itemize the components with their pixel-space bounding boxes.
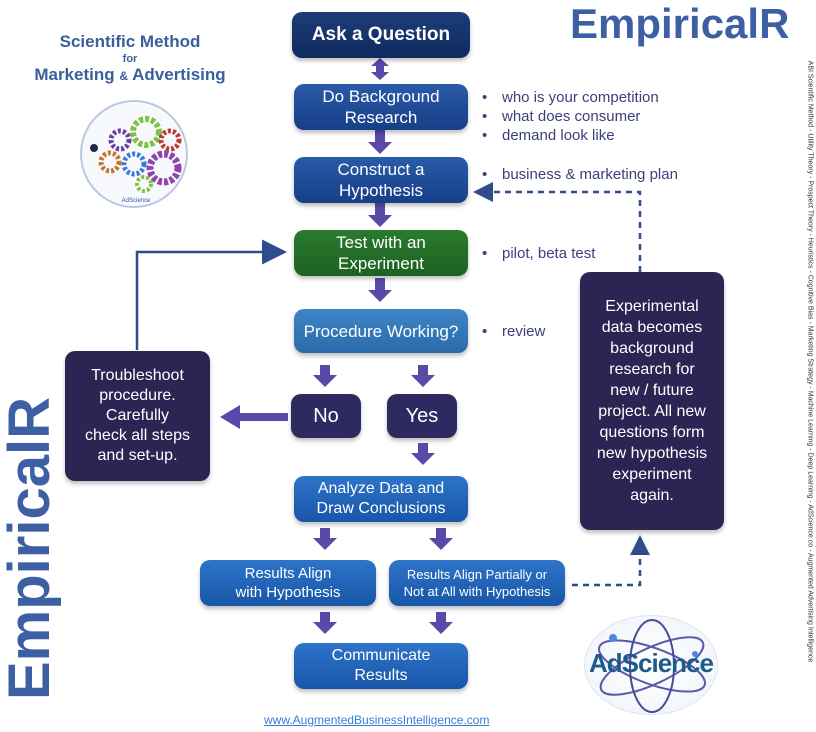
step-communicate: Communicate Results [294,643,468,689]
arrow-down-analyze-partial [429,528,453,550]
gears-logo-sub: AdScience [122,198,151,204]
note-item: •what does consumer [482,108,641,125]
notes-hypothesis: •business & marketing plan [482,165,678,184]
troubleshoot-line4: check all steps [85,427,190,444]
result-align-line2: with Hypothesis [235,584,341,601]
title-marketing: Marketing [34,65,115,84]
feedback-box: Experimental data becomes background res… [580,272,724,530]
connector-feedback-hypothesis [473,182,642,272]
troubleshoot-line1: Troubleshoot [91,367,184,384]
arrow-down-background-hypothesis [368,130,392,154]
decision-no: No [291,394,361,438]
gears-logo: AdScience [80,100,188,208]
step-experiment-line1: Test with an [336,233,426,252]
note-item: •who is your competition [482,89,659,106]
result-align-line1: Results Align [244,565,332,582]
decision-yes-label: Yes [405,404,439,427]
troubleshoot-line5: and set-up. [97,447,178,464]
step-communicate-line2: Results [354,667,408,684]
step-hypothesis-line1: Construct a [337,160,425,179]
gears-icon: AdScience [90,116,182,204]
feedback-line5: new / future [610,382,694,399]
step-background-line1: Do Background [322,87,440,106]
feedback-line4: research for [609,361,695,378]
feedback-line3: background [610,340,694,357]
side-tags: ABI Scientific Method - Utility Theory -… [806,60,814,663]
feedback-line9: experiment [612,466,692,483]
note-item: •review [482,323,546,340]
arrow-down-procedure-no [313,365,337,387]
title-for: for [122,53,138,65]
feedback-line7: questions form [599,424,705,441]
title-amp: & [119,69,129,83]
brand-logo-top: EmpiricalR [570,0,790,47]
note-item: •demand look like [482,127,615,144]
feedback-line6: project. All new [598,403,706,420]
step-hypothesis: Construct a Hypothesis [294,157,468,203]
notes-procedure: •review [482,322,545,341]
step-hypothesis-line2: Hypothesis [338,181,424,200]
arrow-down-analyze-align [313,528,337,550]
feedback-line8: new hypothesis [596,445,708,462]
feedback-line2: data becomes [601,319,703,336]
step-analyze-line1: Analyze Data and [317,480,445,497]
diagram-title: Scientific Method for Marketing & Advert… [20,32,240,85]
arrow-down-yes-analyze [411,443,435,465]
website-link[interactable]: www.AugmentedBusinessIntelligence.com [264,713,490,727]
step-communicate-line1: Communicate [331,647,431,664]
arrow-left-no-troubleshoot [220,405,288,429]
note-item: •pilot, beta test [482,245,596,262]
adscience-label: AdScience [589,648,714,678]
arrow-down-align-communicate [313,612,337,634]
double-arrow-ask-background [371,58,389,80]
result-partial-line1: Results Align Partially or [406,567,548,582]
decision-no-label: No [313,404,339,427]
notes-experiment: •pilot, beta test [482,244,595,263]
step-procedure-working: Procedure Working? [294,309,468,353]
title-advertising: Advertising [132,65,226,84]
troubleshoot-line2: procedure. [99,387,176,404]
troubleshoot-line3: Carefully [105,407,170,424]
feedback-line1: Experimental [605,298,699,315]
step-background-line2: Research [344,108,418,127]
step-experiment: Test with an Experiment [294,230,468,276]
notes-background: •who is your competition •what does cons… [482,88,659,145]
step-experiment-line2: Experiment [338,254,424,273]
troubleshoot-box: Troubleshoot procedure. Carefully check … [65,351,210,481]
result-partial-line2: Not at All with Hypothesis [403,584,551,599]
feedback-line10: again. [630,487,674,504]
step-background-research: Do Background Research [294,84,468,130]
adscience-logo [584,615,718,715]
arrow-down-partial-communicate [429,612,453,634]
title-line2: Marketing & Advertising [20,65,240,85]
arrow-down-hypothesis-experiment [368,203,392,227]
step-procedure-label: Procedure Working? [303,321,459,341]
arrow-down-procedure-yes [411,365,435,387]
step-ask-question: Ask a Question [292,12,470,58]
connector-troubleshoot-experiment [135,239,287,350]
note-item: •business & marketing plan [482,166,678,183]
decision-yes: Yes [387,394,457,438]
step-analyze-line2: Draw Conclusions [316,500,446,517]
atom-icon [598,619,706,713]
connector-partial-feedback [572,535,650,587]
result-partial: Results Align Partially or Not at All wi… [389,560,565,606]
step-ask-label: Ask a Question [311,24,451,45]
arrow-down-experiment-procedure [368,278,392,302]
title-line1: Scientific Method [59,32,201,51]
step-analyze: Analyze Data and Draw Conclusions [294,476,468,522]
brand-logo-side: EmpiricalR [0,397,62,700]
result-align: Results Align with Hypothesis [200,560,376,606]
